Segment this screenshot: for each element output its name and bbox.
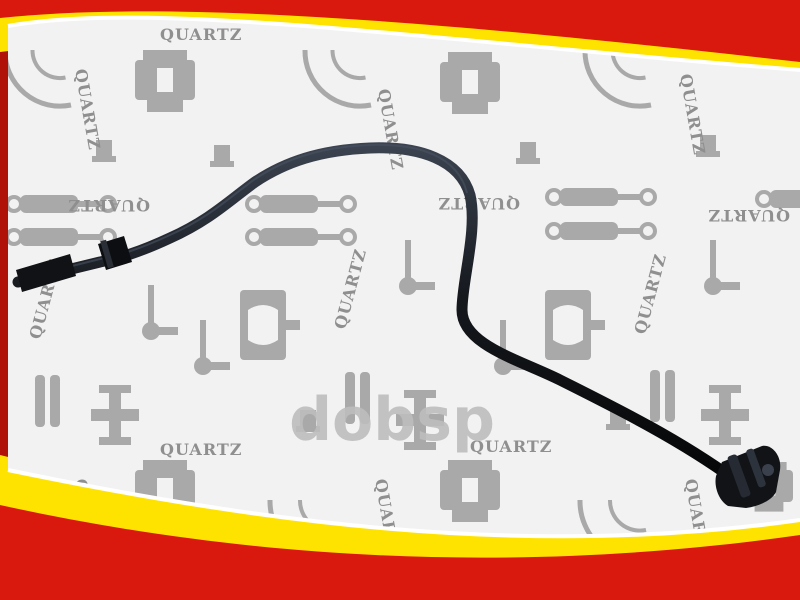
brake-disc-outline-icon — [582, 49, 652, 109]
tie-rod-end-icon — [200, 320, 206, 360]
shock-absorber-icon — [20, 195, 78, 213]
small-part-icon — [96, 140, 112, 156]
fuel-hose — [12, 142, 781, 508]
shock-absorber-icon — [20, 228, 78, 246]
tie-rod-end-icon — [710, 240, 716, 280]
brake-disc-outline-icon — [267, 499, 343, 537]
vertical-shock-icon — [345, 372, 355, 424]
small-part-icon — [520, 142, 536, 158]
vertical-shock-icon — [50, 375, 60, 427]
brand-watermark-text: QUARTZ — [160, 25, 242, 44]
vertical-shock-icon — [360, 372, 370, 424]
tie-rod-end-icon — [405, 240, 411, 280]
small-part-icon — [300, 410, 316, 426]
tie-rod-end-icon — [500, 320, 506, 360]
brake-disc-outline-icon — [577, 499, 653, 537]
tie-rod-end-icon — [148, 285, 154, 325]
brand-watermark-text: QUARTZ — [470, 437, 552, 456]
brake-disc-outline-icon — [8, 49, 72, 109]
brand-watermark-text: QUARTZ — [708, 206, 790, 225]
shock-absorber-icon — [560, 188, 618, 206]
shock-absorber-icon — [260, 195, 318, 213]
small-part-icon — [700, 135, 716, 151]
ghost-brand-logo: dobsp — [289, 385, 495, 455]
shock-absorber-icon — [560, 222, 618, 240]
vertical-shock-icon — [35, 375, 45, 427]
brand-watermark-text: QUARTZ — [438, 194, 520, 213]
brand-watermark-text: QUARTZ — [160, 440, 242, 459]
shock-absorber-icon — [770, 190, 800, 208]
left-hose-end-icon — [16, 254, 76, 292]
shock-absorber-icon — [260, 228, 318, 246]
small-part-icon — [214, 145, 230, 161]
quick-connector-icon — [715, 445, 781, 508]
brand-watermark-text: QUARTZ — [68, 196, 150, 215]
vertical-shock-icon — [650, 370, 660, 422]
vertical-shock-icon — [665, 370, 675, 422]
brake-disc-outline-icon — [302, 49, 372, 109]
